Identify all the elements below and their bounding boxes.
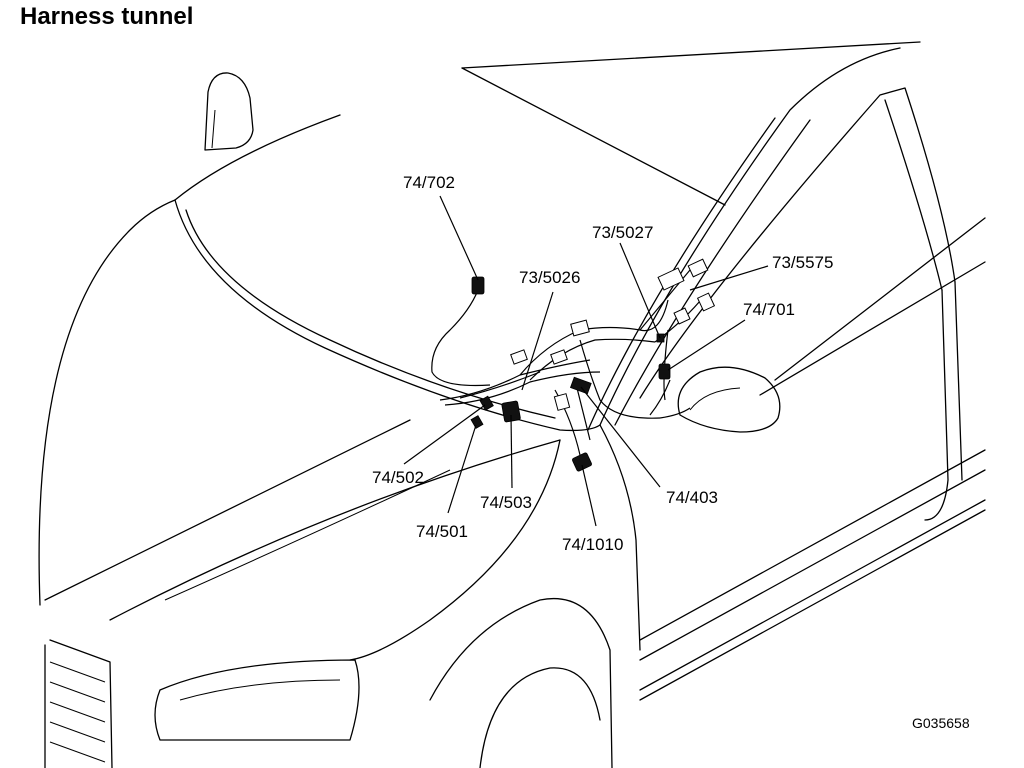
connector-74-501 [470,415,484,429]
callout-74-701: 74/701 [743,300,795,319]
connector-74-502 [479,395,494,411]
a-pillar [599,47,901,426]
connector-74-503 [501,400,521,423]
callout-74-502: 74/502 [372,468,424,487]
front-fender [599,424,641,651]
page-title: Harness tunnel [20,3,194,30]
callout-73-5026: 73/5026 [519,268,580,287]
grille [44,639,113,768]
headlight [154,659,360,741]
callout-74-702: 74/702 [403,173,455,192]
callout-74-1010: 74/1010 [562,535,623,554]
callout-73-5027: 73/5027 [592,223,653,242]
leader-lines [403,195,769,527]
callout-74-503: 74/503 [480,493,532,512]
connector-74-403 [569,376,592,395]
callout-labels: 74/702 73/5026 73/5027 73/5575 74/701 74… [372,173,833,554]
left-mirror [204,72,254,151]
wiring-harness [431,258,716,456]
right-mirror [677,366,781,433]
connector-74-701 [658,363,671,380]
callout-73-5575: 73/5575 [772,253,833,272]
figure-id: G035658 [912,715,970,731]
windshield-frame [174,114,341,201]
hood [44,419,411,601]
connector-74-702 [471,276,485,295]
connector-73-5027 [656,333,665,343]
callout-74-501: 74/501 [416,522,468,541]
callout-74-403: 74/403 [666,488,718,507]
connector-74-1010 [572,452,592,472]
connectors [470,276,671,472]
door-frame [639,87,956,399]
car-outline [38,41,986,768]
